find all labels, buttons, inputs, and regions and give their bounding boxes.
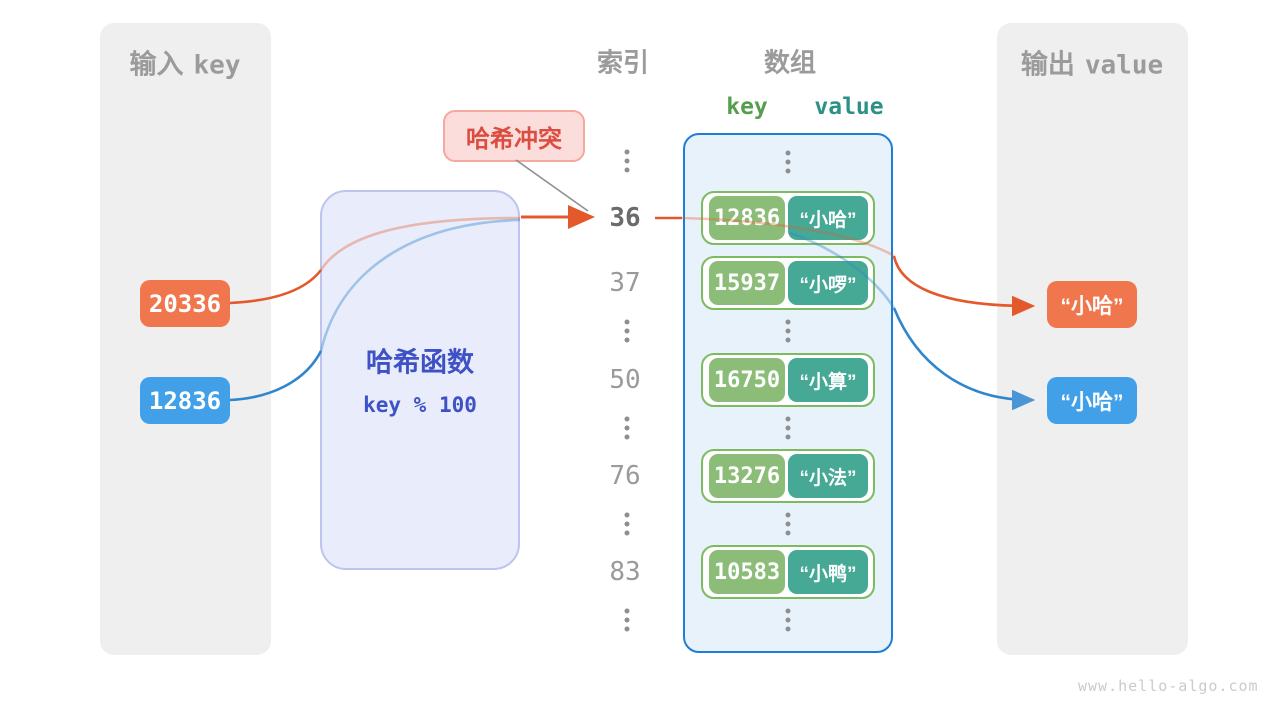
index-50: 50 xyxy=(609,365,641,395)
array-row-83-key: 10583 xyxy=(709,550,785,594)
output-title-cn: 输出 xyxy=(1020,49,1075,80)
input-key-20336-label: 20336 xyxy=(148,289,222,318)
ellipsis-dots xyxy=(624,149,630,173)
ellipsis-dots xyxy=(624,416,630,440)
output-value-orange-label: “小哈” xyxy=(1060,294,1124,318)
input-key-20336: 20336 xyxy=(140,280,230,327)
array-row-76-value: “小法” xyxy=(788,454,868,498)
array-row-50: 16750 “小算” xyxy=(701,353,875,407)
hash-collision-label: 哈希冲突 xyxy=(443,110,585,162)
array-row-36-key: 12836 xyxy=(709,196,785,240)
index-column-header: 索引 xyxy=(596,47,650,78)
array-row-37-key: 15937 xyxy=(709,261,785,305)
input-key-12836: 12836 xyxy=(140,377,230,424)
hash-function-title: 哈希函数 xyxy=(366,347,474,378)
hash-function-formula: key % 100 xyxy=(363,393,477,417)
output-value-blue: “小哈” xyxy=(1047,377,1137,424)
ellipsis-dots xyxy=(785,608,791,632)
hash-function-box xyxy=(320,190,520,570)
output-panel-title: 输出 value xyxy=(1021,43,1163,82)
array-row-36-value: “小哈” xyxy=(788,196,868,240)
array-row-83-value: “小鸭” xyxy=(788,550,868,594)
output-title-en: value xyxy=(1084,50,1164,81)
index-83: 83 xyxy=(609,557,641,587)
index-37: 37 xyxy=(609,268,641,298)
ellipsis-dots xyxy=(785,416,791,440)
ellipsis-dots xyxy=(624,319,630,343)
ellipsis-dots xyxy=(785,150,791,174)
array-row-76-key: 13276 xyxy=(709,454,785,498)
output-panel xyxy=(997,23,1188,655)
input-panel xyxy=(100,23,271,655)
array-row-50-value: “小算” xyxy=(788,358,868,402)
array-row-37-value: “小啰” xyxy=(788,261,868,305)
input-key-12836-label: 12836 xyxy=(148,386,222,415)
watermark: www.hello-algo.com xyxy=(1078,677,1259,695)
array-column-header: 数组 xyxy=(763,47,817,78)
ellipsis-dots xyxy=(785,512,791,536)
index-76: 76 xyxy=(609,461,641,491)
array-row-36: 12836 “小哈” xyxy=(701,191,875,245)
collision-pointer-line xyxy=(515,159,589,212)
index-36: 36 xyxy=(609,203,641,233)
hash-collision-text: 哈希冲突 xyxy=(466,125,562,153)
input-title-cn: 输入 xyxy=(129,49,184,80)
array-row-76: 13276 “小法” xyxy=(701,449,875,503)
array-row-50-key: 16750 xyxy=(709,358,785,402)
array-row-37: 15937 “小啰” xyxy=(701,256,875,310)
input-title-en: key xyxy=(193,50,241,81)
input-panel-title: 输入 key xyxy=(130,43,241,82)
ellipsis-dots xyxy=(785,319,791,343)
output-value-blue-label: “小哈” xyxy=(1060,390,1124,414)
ellipsis-dots xyxy=(624,512,630,536)
array-key-header: key xyxy=(726,94,768,120)
array-row-83: 10583 “小鸭” xyxy=(701,545,875,599)
output-value-orange: “小哈” xyxy=(1047,281,1137,328)
array-value-header: value xyxy=(814,94,884,120)
ellipsis-dots xyxy=(624,608,630,632)
